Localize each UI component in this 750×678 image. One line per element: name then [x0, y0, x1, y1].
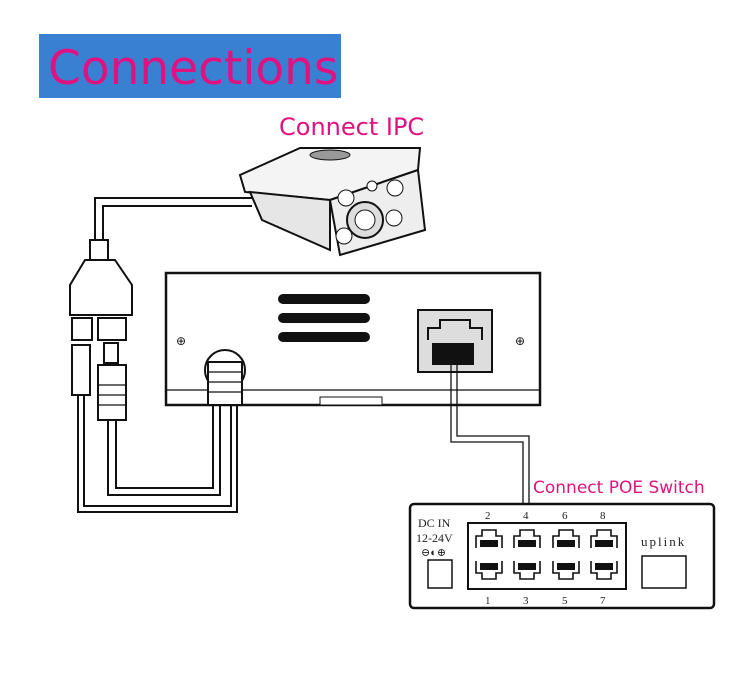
- rj45-port-icon: [513, 529, 541, 548]
- poe-switch-cable: [450, 365, 524, 535]
- port-contact: [518, 540, 536, 547]
- dc-in-label: DC IN: [418, 516, 451, 530]
- power-cable: [77, 395, 238, 513]
- rj45-port-icon: [590, 529, 618, 548]
- rj45-port-icon: [552, 561, 580, 580]
- camera-cable: [94, 197, 252, 240]
- dc-jack-icon: [427, 559, 453, 589]
- camera-label: Connect IPC: [279, 113, 424, 141]
- port-number: 8: [600, 510, 606, 522]
- switch-label: Connect POE Switch: [533, 478, 705, 498]
- rj45-port-icon: [475, 561, 503, 580]
- port-contact: [595, 563, 613, 570]
- polarity-icon: ⊖◐⊕: [421, 547, 446, 559]
- port-number: 6: [562, 510, 568, 522]
- dc-plug-icon: [71, 344, 91, 396]
- port-number: 1: [485, 595, 491, 607]
- network-cable: [107, 405, 221, 496]
- port-contact: [557, 540, 575, 547]
- voltage-label: 12-24V: [416, 531, 453, 545]
- rj45-port-icon: [513, 561, 541, 580]
- uplink-label: uplink: [641, 534, 686, 549]
- port-contact: [595, 540, 613, 547]
- port-contact: [518, 563, 536, 570]
- title-banner: [39, 34, 341, 98]
- page-title: Connections: [48, 41, 338, 96]
- poe-injector: ⊕ ⊕: [164, 271, 542, 407]
- rj45-port-icon: [417, 309, 493, 373]
- port-number: 7: [600, 595, 606, 607]
- port-contact: [480, 540, 498, 547]
- splitter-connector-icon: [69, 239, 133, 341]
- round-dc-jack-icon: [204, 349, 246, 406]
- port-number: 3: [523, 595, 529, 607]
- ip-camera-icon: [238, 147, 427, 257]
- poe-switch: DC IN 12-24V ⊖◐⊕ 2 4 6 8 1 3 5 7 uplink: [408, 502, 716, 610]
- svg-text:⊕: ⊕: [515, 334, 525, 348]
- port-number: 2: [485, 510, 491, 522]
- port-contact: [557, 563, 575, 570]
- screw-icon: ⊕: [176, 334, 186, 348]
- port-number: 4: [523, 510, 529, 522]
- rj45-port-icon: [590, 561, 618, 580]
- rj45-port-icon: [552, 529, 580, 548]
- rj45-plug-icon: [97, 342, 127, 421]
- port-number: 5: [562, 595, 568, 607]
- port-contact: [480, 563, 498, 570]
- rj45-port-icon: [475, 529, 503, 548]
- vent-slot: [278, 294, 370, 304]
